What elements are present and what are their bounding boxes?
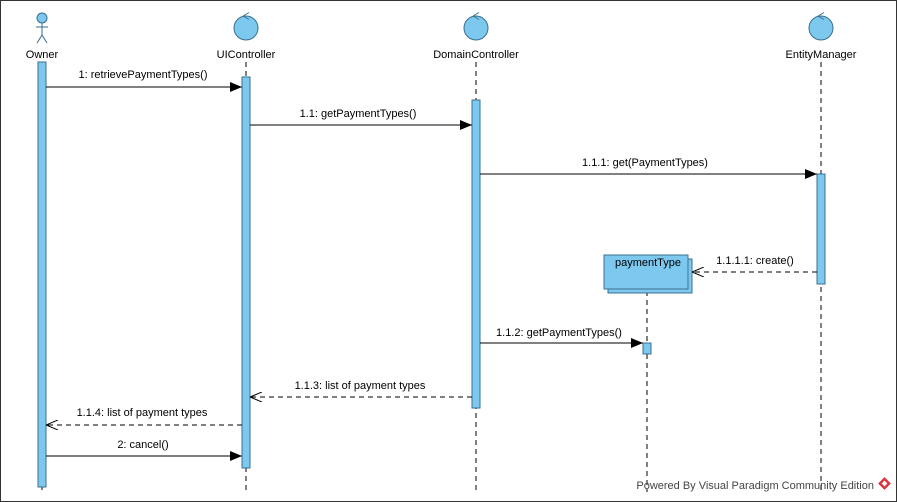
message-1-1-1-label: 1.1.1: get(PaymentTypes): [582, 157, 708, 169]
object-paymenttype-box: [603, 254, 689, 290]
participant-domaincontroller[interactable]: DomainController: [433, 12, 519, 62]
participant-owner-label: Owner: [26, 49, 59, 61]
message-1-1-1-1-label: 1.1.1.1: create(): [716, 255, 794, 267]
activation-bar-paymenttype: [642, 342, 652, 355]
participant-entitymanager[interactable]: EntityManager: [786, 12, 857, 62]
participant-uicontroller[interactable]: UIController: [217, 12, 276, 62]
participant-uicontroller-label: UIController: [217, 49, 276, 61]
message-1-1-label: 1.1: getPaymentTypes(): [300, 108, 417, 120]
actor-icon: [36, 12, 48, 44]
message-1-1-3-label: 1.1.3: list of payment types: [295, 380, 426, 392]
activation-bar-owner: [37, 61, 47, 488]
message-1-1-2-label: 1.1.2: getPaymentTypes(): [496, 327, 622, 339]
object-paymenttype[interactable]: paymentType: [603, 254, 693, 294]
participant-owner[interactable]: Owner: [26, 12, 59, 61]
message-2-label: 2: cancel(): [117, 439, 168, 451]
activation-bar-domaincontroller: [471, 99, 481, 409]
participant-domaincontroller-label: DomainController: [433, 49, 519, 61]
participant-entitymanager-label: EntityManager: [786, 49, 857, 61]
activation-bar-entitymanager: [816, 173, 826, 285]
control-icon: [808, 12, 834, 41]
object-paymenttype-label: paymentType: [615, 257, 681, 269]
watermark-text: Powered By Visual Paradigm Community Edi…: [636, 480, 874, 492]
message-1-1-4-label: 1.1.4: list of payment types: [77, 407, 208, 419]
control-icon: [463, 12, 489, 41]
control-icon: [233, 12, 259, 41]
activation-bar-uicontroller: [241, 76, 251, 469]
message-1-label: 1: retrievePaymentTypes(): [79, 69, 208, 81]
